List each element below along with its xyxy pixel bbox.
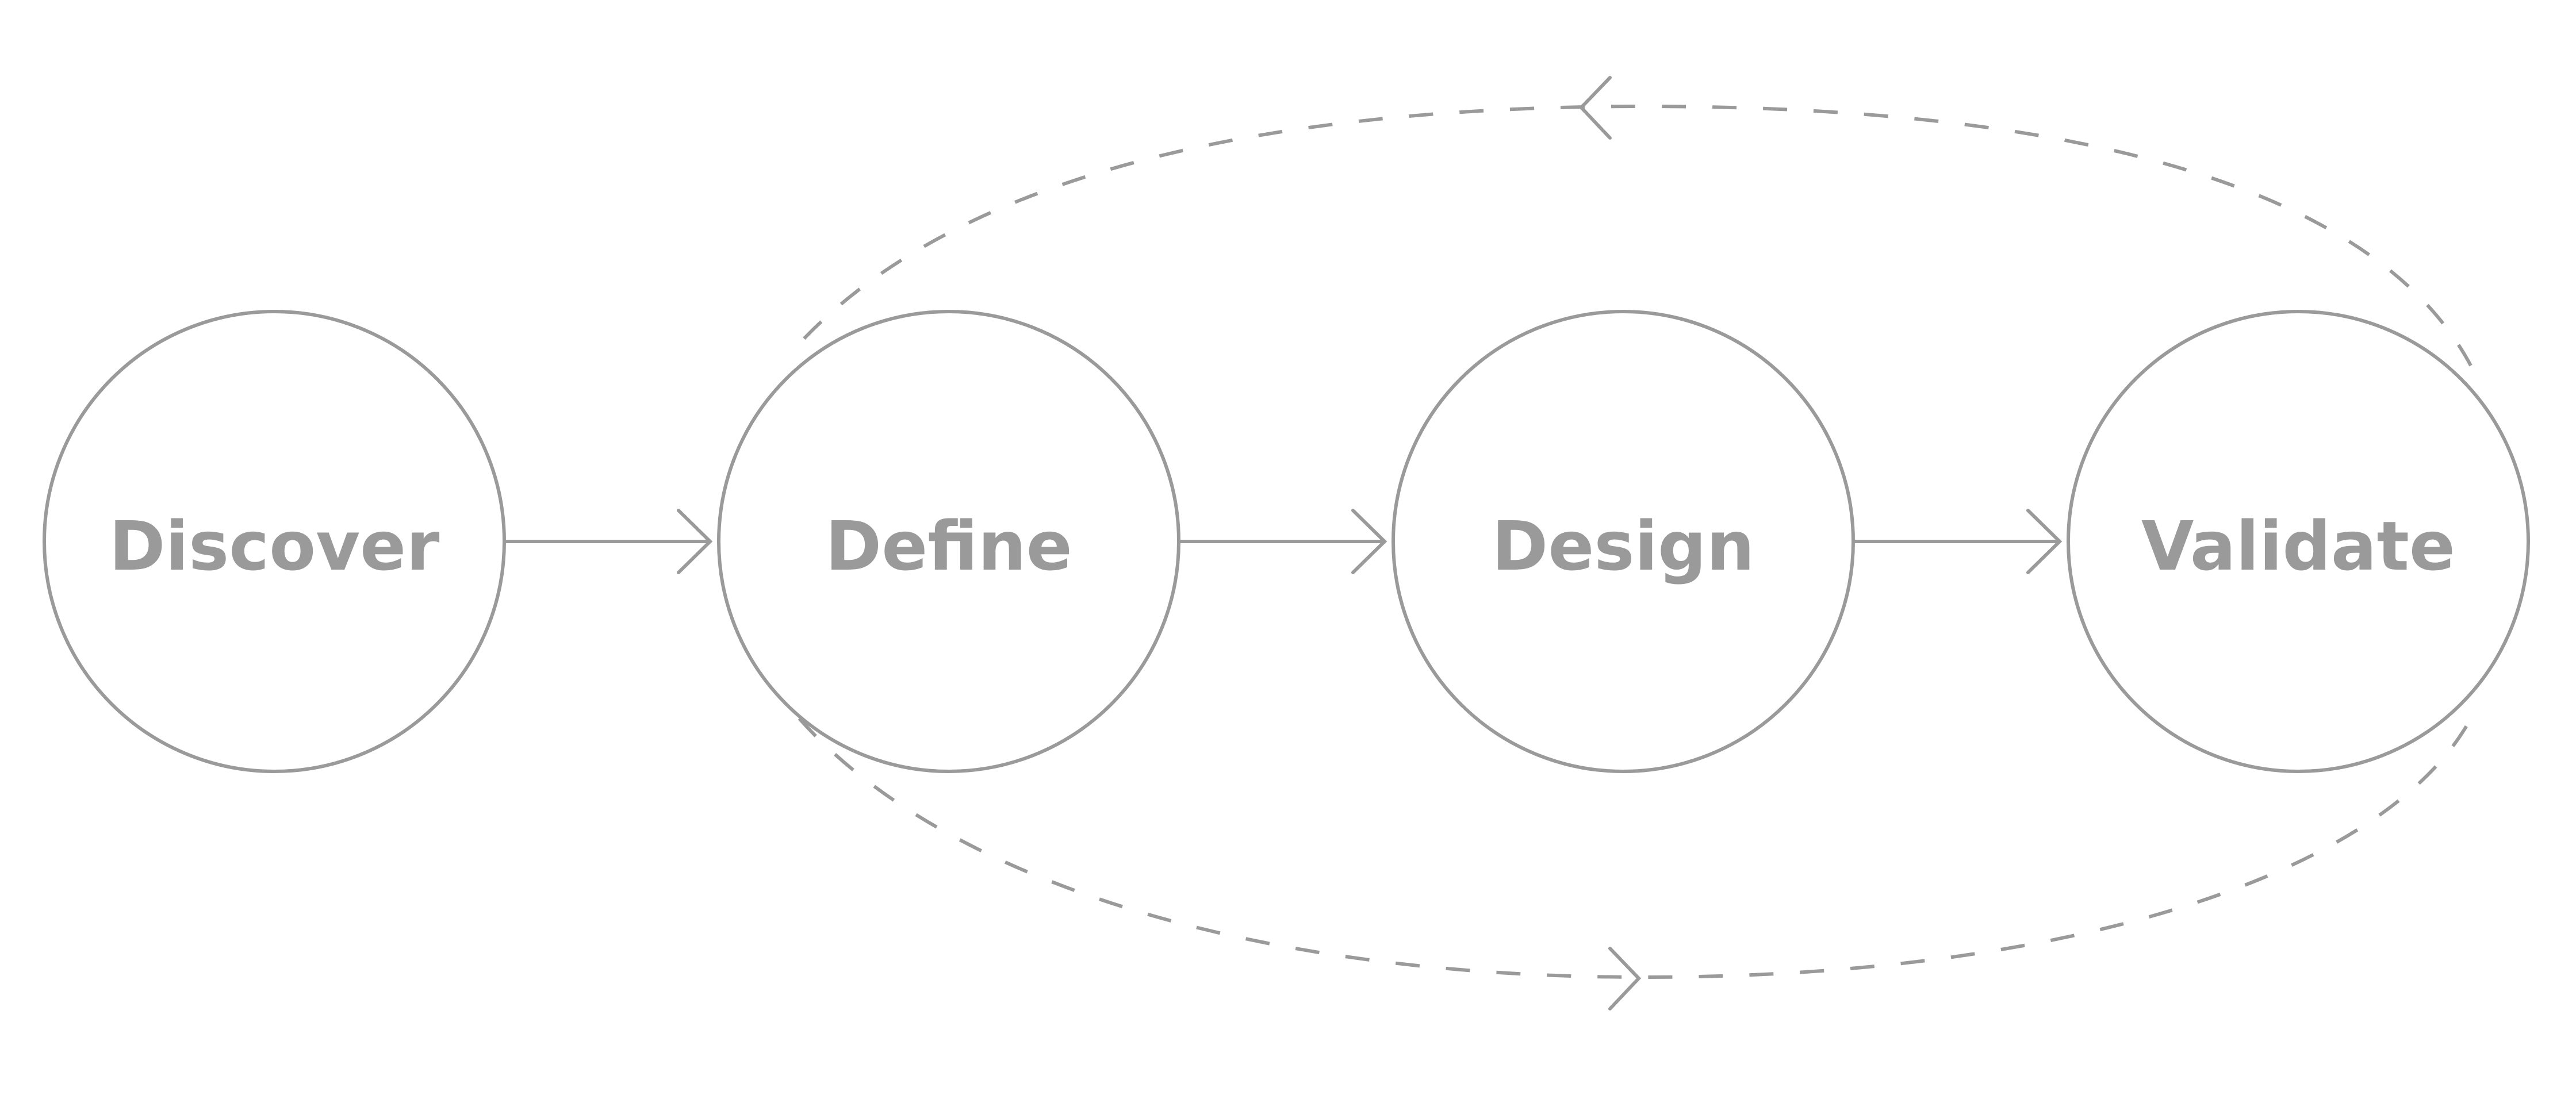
stage-label-design: Design — [1492, 506, 1754, 586]
arrow-design-to-validate-arrow-right-icon — [2026, 509, 2063, 574]
arrow-discover-to-define-arrow-right-icon — [677, 509, 713, 574]
loop-bottom-arrow-right-icon — [1608, 947, 1642, 1011]
stage-label-discover: Discover — [109, 506, 440, 586]
arrow-define-to-design-arrow-right-icon — [1351, 509, 1387, 574]
stage-label-define: Define — [825, 506, 1072, 586]
loop-top-dashed-path — [786, 104, 2472, 367]
stage-label-validate: Validate — [2141, 506, 2455, 586]
stage-circle-validate — [2067, 310, 2530, 773]
loop-top-arrow-left-icon — [1578, 76, 1612, 140]
